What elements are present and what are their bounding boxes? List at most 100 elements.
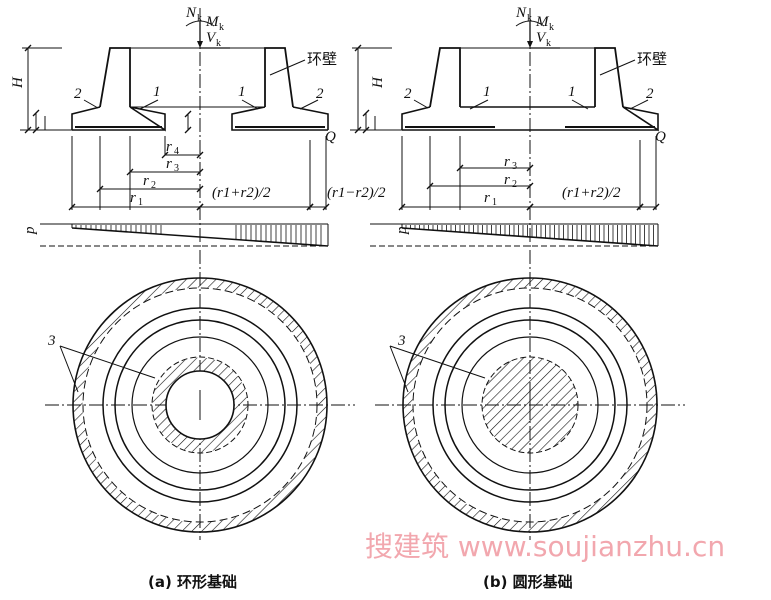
dim-tick [184, 110, 192, 118]
wall-outer-circle [102, 307, 298, 503]
label-1-left: 1 [153, 84, 161, 100]
label-m-sub: k [549, 22, 554, 33]
wall-inner-circle [114, 319, 286, 491]
label-m: M [535, 14, 550, 30]
pressure-slope [71, 227, 329, 247]
dim-tick [196, 185, 204, 193]
dim-tick [526, 203, 534, 211]
dim-tick [426, 182, 434, 190]
leader-3a [389, 345, 409, 393]
label-2-left: 2 [404, 86, 412, 102]
label-p: p [394, 226, 410, 235]
label-3: 3 [47, 333, 56, 349]
ring-wall [99, 47, 294, 108]
dim-tick [196, 151, 204, 159]
outer-dashed-circle [412, 287, 648, 523]
label-2-right: 2 [316, 86, 324, 102]
leader-wall [269, 59, 306, 76]
inner-dashed-circle [151, 356, 249, 454]
dim-tick [652, 203, 660, 211]
leader-1-right [571, 99, 589, 110]
caption-a: (a) 环形基础 [148, 573, 237, 591]
dim-tick [398, 203, 406, 211]
label-p: p [22, 226, 38, 235]
wall-outer-circle [432, 307, 628, 503]
outer-edge-circle [72, 277, 328, 533]
dim-tick [362, 109, 370, 117]
dim-tick [161, 151, 169, 159]
label-H: H [370, 76, 386, 89]
leader-3a [59, 345, 79, 393]
leader-1-left [139, 99, 159, 110]
label-v-sub: k [546, 38, 551, 49]
label-n-sub: k [527, 13, 532, 24]
inner-hatched-ring [152, 357, 248, 453]
outer-hatched-ring [73, 278, 327, 532]
label-r2-sub: 2 [512, 179, 517, 190]
label-r2: r [504, 172, 510, 188]
outer-edge-circle [402, 277, 658, 533]
label-v: V [536, 30, 547, 46]
dim-tick [636, 203, 644, 211]
label-r3-sub: 3 [512, 161, 517, 172]
dim-tick [126, 168, 134, 176]
label-diff: (r1−r2)/2 [327, 185, 386, 201]
label-v: V [206, 30, 217, 46]
slab-circle [461, 336, 599, 474]
label-2-right: 2 [646, 86, 654, 102]
arrow-head [197, 41, 203, 48]
dim-tick [306, 203, 314, 211]
label-r1-sub: 1 [138, 197, 143, 208]
label-r2: r [143, 173, 149, 189]
leader-2-left [83, 99, 99, 109]
panel-a-labels: N k M k V k 环壁 H 2 1 1 2 Q r 4 r 3 r 2 r… [10, 5, 386, 591]
dim-tick [196, 203, 204, 211]
label-H: H [10, 76, 26, 89]
outer-hatched-ring [403, 278, 657, 532]
label-r3: r [504, 154, 510, 170]
arrow-head [527, 41, 533, 48]
label-r1: r [484, 190, 490, 206]
label-r4-sub: 4 [174, 146, 179, 157]
outer-dashed-circle [82, 287, 318, 523]
label-v-sub: k [216, 38, 221, 49]
base-slab-right [231, 106, 329, 131]
leader-1-right [241, 99, 259, 110]
label-r4: r [166, 139, 172, 155]
panel-b-labels: N k M k V k 环壁 H 2 1 1 2 Q r 3 r 2 r 1 (… [370, 5, 667, 591]
slab-circle [131, 336, 269, 474]
label-r3-sub: 3 [174, 163, 179, 174]
label-1-right: 1 [238, 84, 246, 100]
label-m-sub: k [219, 22, 224, 33]
label-sum: (r1+r2)/2 [212, 185, 271, 201]
label-Q: Q [325, 129, 336, 145]
leader-2-left [413, 99, 429, 109]
leader-3b [389, 345, 486, 379]
label-r1: r [130, 190, 136, 206]
dim-tick [526, 182, 534, 190]
label-r1-sub: 1 [492, 197, 497, 208]
dim-tick [96, 185, 104, 193]
label-sum: (r1+r2)/2 [562, 185, 621, 201]
leader-2-right [629, 99, 649, 110]
label-r2-sub: 2 [151, 180, 156, 191]
label-wall: 环壁 [637, 50, 667, 68]
label-wall: 环壁 [307, 50, 337, 68]
label-1-left: 1 [483, 84, 491, 100]
label-1-right: 1 [568, 84, 576, 100]
dim-tick [322, 203, 330, 211]
leader-3b [59, 345, 156, 379]
label-Q: Q [655, 129, 666, 145]
label-n: N [185, 5, 197, 21]
leader-wall [599, 59, 636, 76]
leader-2-right [299, 99, 319, 110]
caption-b: (b) 圆形基础 [483, 573, 573, 591]
dim-tick [526, 164, 534, 172]
label-2-left: 2 [74, 86, 82, 102]
label-r3: r [166, 156, 172, 172]
ring-wall [429, 47, 624, 108]
leader-1-left [469, 99, 489, 110]
base-slab-left [71, 106, 166, 132]
